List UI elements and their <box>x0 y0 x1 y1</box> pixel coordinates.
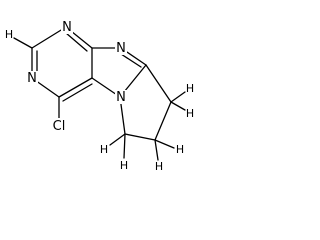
bond-c7-h-a <box>109 133 126 146</box>
bond-c9a-c9 <box>145 64 172 103</box>
bond-c9-h-a <box>170 91 186 103</box>
structure-canvas: N N N N Cl H H H H H H H <box>5 20 194 173</box>
bond-c8a-n1-double <box>65 32 88 52</box>
molecule-diagram: N N N N Cl H H H H H H H <box>0 0 207 182</box>
hydrogen-c7a-label: H <box>100 143 108 156</box>
hydrogen-c2-label: H <box>5 28 13 41</box>
hydrogen-c7b-label: H <box>120 159 128 172</box>
bond-c9-h-b <box>170 101 186 111</box>
bond-c8-c7 <box>124 133 156 141</box>
hydrogen-c9b-label: H <box>186 107 194 120</box>
bond-c2-h <box>13 37 33 49</box>
bond-c8-h-b <box>154 139 159 161</box>
hydrogen-c8a-label: H <box>176 143 184 156</box>
bond-n9-c9a-double <box>120 53 142 68</box>
bond-c8-h-a <box>154 139 175 149</box>
hydrogen-c9a-label: H <box>186 82 194 95</box>
atom-n3-label: N <box>27 71 37 86</box>
bond-c7-h-b <box>123 133 126 159</box>
atom-n9-label: N <box>116 41 126 56</box>
atom-cl-label: Cl <box>53 119 66 134</box>
bond-c4-c4a <box>58 77 93 98</box>
bond-c2-n1 <box>31 26 67 49</box>
atom-n1-label: N <box>62 20 72 35</box>
hydrogen-c8b-label: H <box>155 160 163 173</box>
bond-c4-c4a-double <box>62 83 93 102</box>
atom-n7-label: N <box>116 90 126 105</box>
bond-c9-c8 <box>154 101 172 141</box>
